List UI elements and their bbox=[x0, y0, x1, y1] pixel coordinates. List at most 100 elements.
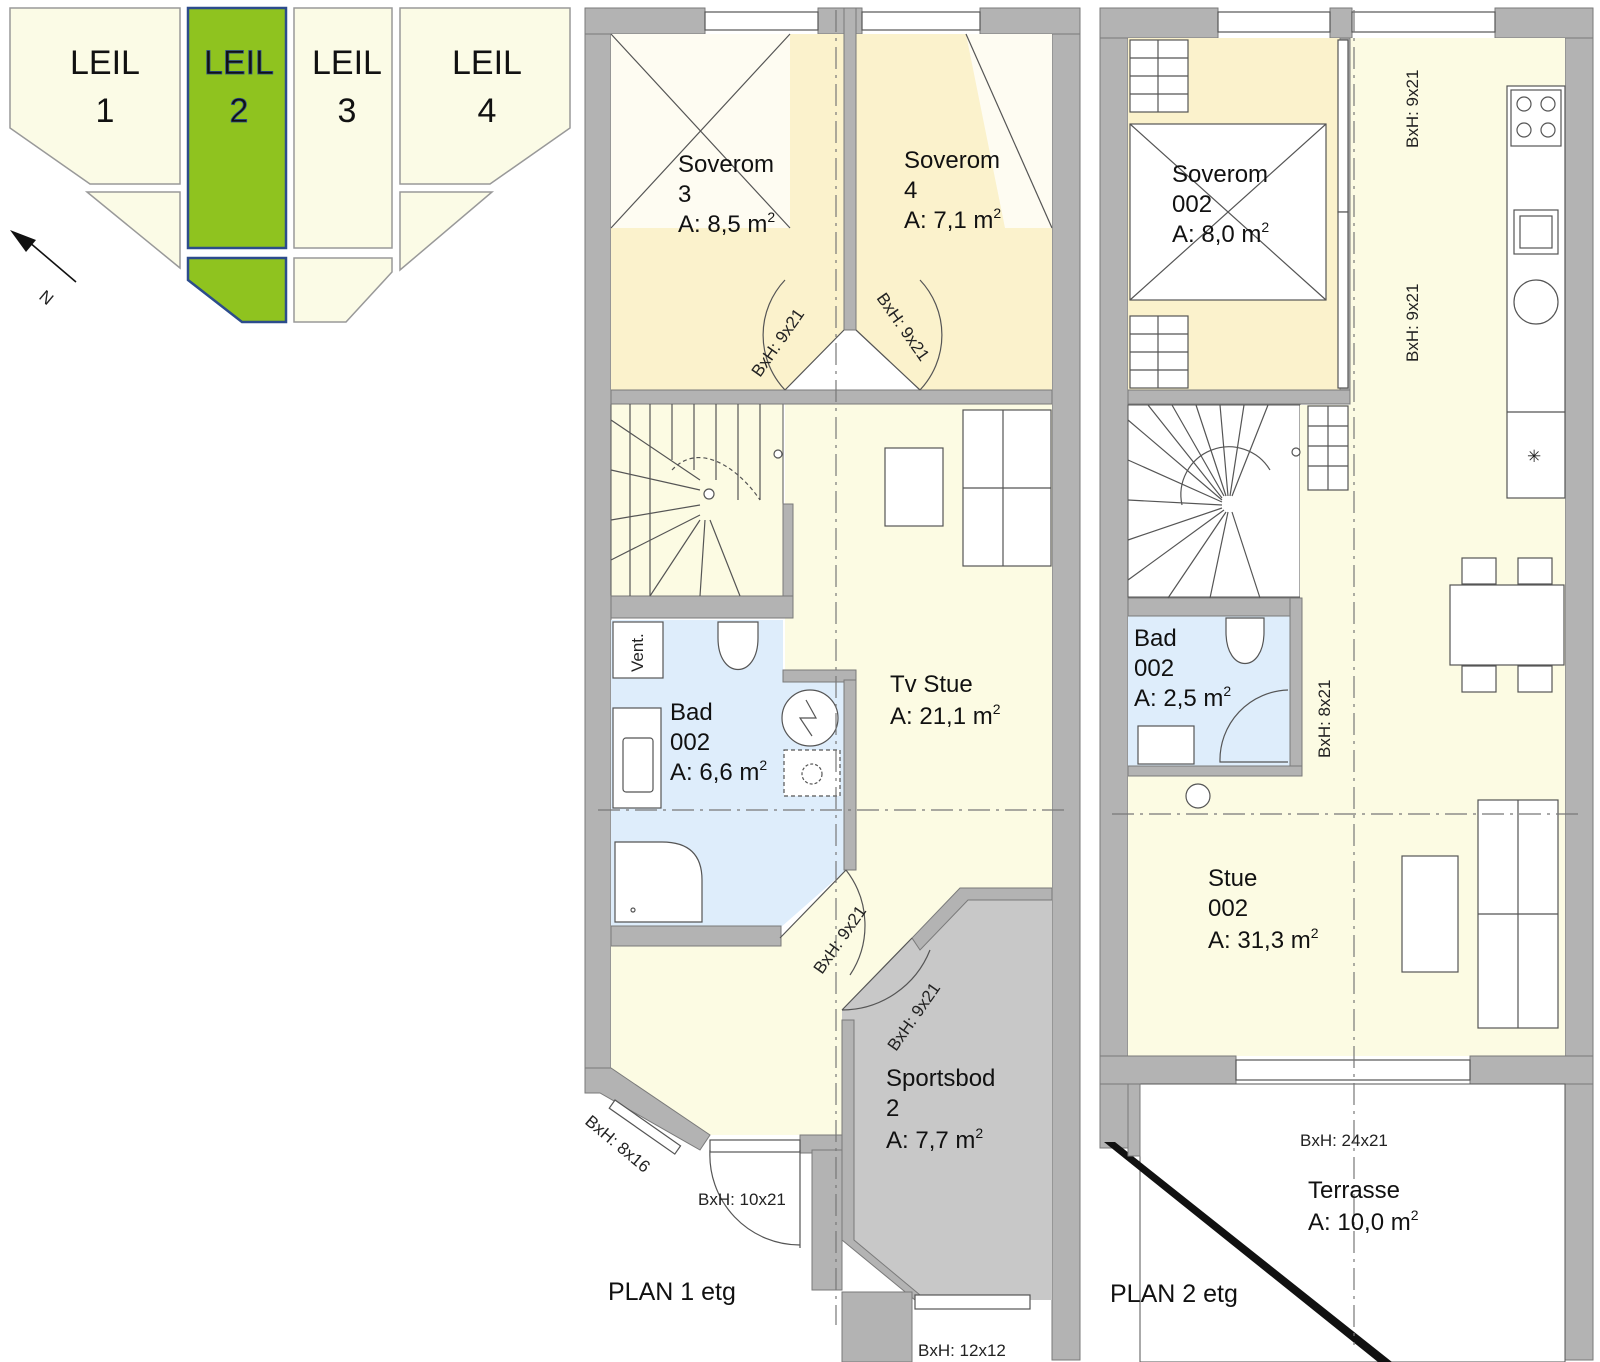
p2-coffee-table bbox=[1401, 855, 1459, 973]
p2-north-window-2 bbox=[1351, 11, 1496, 33]
p1-wall-bath-south bbox=[610, 925, 782, 947]
p1-label-tv-stue: Tv Stue A: 21,1 m2 bbox=[890, 671, 1001, 730]
p2-bath-name: Bad bbox=[1134, 625, 1177, 652]
p1-bath-number: 002 bbox=[670, 729, 710, 756]
p1-sportsbod-number: 2 bbox=[886, 1095, 899, 1122]
p2-dim-bath-door: BxH: 8x21 bbox=[1315, 680, 1334, 758]
unit-4-number: 4 bbox=[478, 92, 497, 130]
p2-stue-area: A: 31,3 m2 bbox=[1208, 925, 1319, 954]
p1-north-window-2 bbox=[861, 11, 981, 31]
p2-bedroom-name: Soverom bbox=[1172, 161, 1268, 188]
p1-bedroom-4-number: 4 bbox=[904, 177, 917, 204]
p2-bath-area: A: 2,5 m2 bbox=[1134, 683, 1231, 712]
p1-diag-window bbox=[608, 1099, 682, 1155]
unit-4-annex bbox=[399, 191, 495, 272]
unit-3-number: 3 bbox=[338, 92, 357, 130]
p1-shower-icon bbox=[614, 841, 703, 923]
p2-stove-icon bbox=[1185, 783, 1211, 809]
p1-north-wall-c bbox=[979, 7, 1081, 35]
p2-dim-wardrobe-2: BxH: 9x21 bbox=[1403, 284, 1422, 362]
p2-terrace-wall bbox=[1127, 1083, 1141, 1157]
p1-dryer-icon bbox=[783, 749, 841, 797]
p1-dim-entry-door: BxH: 10x21 bbox=[698, 1190, 786, 1209]
p2-bedroom-number: 002 bbox=[1172, 191, 1212, 218]
unit-2-number: 2 bbox=[230, 92, 249, 130]
p1-wall-stair-south bbox=[610, 595, 794, 619]
p1-bath-name: Bad bbox=[670, 699, 713, 726]
unit-1-word: LEIL bbox=[70, 44, 140, 82]
p1-bedroom-3-area: A: 8,5 m2 bbox=[678, 209, 775, 238]
unit-1-number: 1 bbox=[96, 92, 115, 130]
p1-label-bath: Bad 002 A: 6,6 m2 bbox=[670, 699, 767, 786]
plan-2-title: PLAN 2 etg bbox=[1110, 1280, 1238, 1308]
p2-east-wall bbox=[1564, 7, 1594, 1361]
p2-terrace-name: Terrasse bbox=[1308, 1177, 1400, 1204]
p2-bath-number: 002 bbox=[1134, 655, 1174, 682]
p2-dining-table bbox=[1449, 584, 1565, 666]
p1-door-bed3 bbox=[762, 279, 845, 391]
p1-east-wall bbox=[1051, 7, 1081, 1361]
p1-vent-label: Vent. bbox=[628, 633, 647, 672]
p2-toilet-icon bbox=[1225, 617, 1265, 665]
p1-wall-bed-divider bbox=[843, 7, 857, 331]
p2-stue-name: Stue bbox=[1208, 865, 1257, 892]
p1-wall-bath-step bbox=[782, 669, 857, 683]
p2-sink-icon bbox=[1513, 279, 1559, 325]
p1-tv-stue-name: Tv Stue bbox=[890, 671, 973, 698]
p1-north-window-1 bbox=[704, 11, 819, 31]
p2-west-wall bbox=[1099, 7, 1129, 1149]
p1-bath-area: A: 6,6 m2 bbox=[670, 757, 767, 786]
unit-3-block bbox=[293, 7, 393, 249]
p2-wardrobe-door-1 bbox=[1337, 39, 1349, 213]
p1-tv-stue-area: A: 21,1 m2 bbox=[890, 701, 1001, 730]
plan-1-title: PLAN 1 etg bbox=[608, 1278, 736, 1306]
unit-4-block bbox=[399, 7, 571, 185]
p1-sportsbod-area: A: 7,7 m2 bbox=[886, 1125, 983, 1154]
p2-label-terrace: Terrasse A: 10,0 m2 bbox=[1308, 1177, 1419, 1236]
p1-bod-window bbox=[914, 1294, 1031, 1310]
p1-entry-door-frame bbox=[709, 1139, 801, 1153]
p2-label-stue: Stue 002 A: 31,3 m2 bbox=[1208, 865, 1319, 954]
p2-shower-swing bbox=[1219, 689, 1289, 763]
p2-cooktop-icon bbox=[1510, 89, 1562, 147]
p2-wall-stair-south bbox=[1127, 597, 1301, 617]
p2-terrace-rail bbox=[1104, 1142, 1392, 1362]
p1-bedroom-3-name: Soverom bbox=[678, 151, 774, 178]
north-arrow-icon: N bbox=[10, 230, 77, 309]
p2-wall-bath-east bbox=[1289, 597, 1303, 771]
p1-stairs bbox=[610, 404, 783, 597]
plan-1: Vent. Soverom 3 A: 8,5 m2 Soverom 4 A: 7… bbox=[581, 7, 1081, 1362]
p1-toilet-icon bbox=[717, 621, 759, 671]
p1-label-sportsbod: Sportsbod 2 A: 7,7 m2 bbox=[886, 1065, 995, 1154]
p2-label-bedroom: Soverom 002 A: 8,0 m2 bbox=[1172, 161, 1269, 248]
p1-bed4-wardrobe bbox=[965, 33, 1053, 229]
p1-tv-stue bbox=[611, 390, 1052, 1135]
unit-1-annex bbox=[84, 191, 181, 270]
p1-label-bedroom-4: Soverom 4 A: 7,1 m2 bbox=[904, 147, 1001, 234]
unit-3-word: LEIL bbox=[312, 44, 382, 82]
p1-wall-stair-east bbox=[782, 503, 794, 611]
p2-stairs bbox=[1127, 404, 1301, 599]
unit-4-word: LEIL bbox=[452, 44, 522, 82]
p1-sportsbod bbox=[842, 888, 1052, 1300]
plan-2: ✳ Soverom 002 A: 8,0 m2 Bad 002 A: 2,5 m… bbox=[1099, 7, 1594, 1362]
p2-stue-number: 002 bbox=[1208, 895, 1248, 922]
p1-bed3-wardrobe bbox=[610, 33, 791, 229]
unit-1-block bbox=[9, 7, 181, 185]
p1-north-wall-a bbox=[584, 7, 706, 35]
p1-bedroom-4-name: Soverom bbox=[904, 147, 1000, 174]
p1-door-bath bbox=[779, 869, 866, 976]
p2-north-wall-b bbox=[1329, 7, 1353, 39]
p2-north-wall-c bbox=[1494, 7, 1594, 39]
p2-wall-south-a bbox=[1099, 1055, 1237, 1085]
key-plan: LEIL 1 LEIL 2 LEIL 3 LEIL 4 N bbox=[9, 6, 571, 324]
p2-south-door bbox=[1235, 1059, 1471, 1081]
p1-sportsbod-name: Sportsbod bbox=[886, 1065, 995, 1092]
p1-wall-bed-south bbox=[610, 389, 1053, 405]
p2-north-wall-a bbox=[1099, 7, 1219, 39]
p2-terrace-area: A: 10,0 m2 bbox=[1308, 1207, 1419, 1236]
p1-door-bed4 bbox=[855, 279, 943, 391]
p2-chair-3 bbox=[1461, 665, 1497, 693]
unit-2-block bbox=[186, 6, 288, 250]
p1-west-wall bbox=[584, 7, 612, 1094]
